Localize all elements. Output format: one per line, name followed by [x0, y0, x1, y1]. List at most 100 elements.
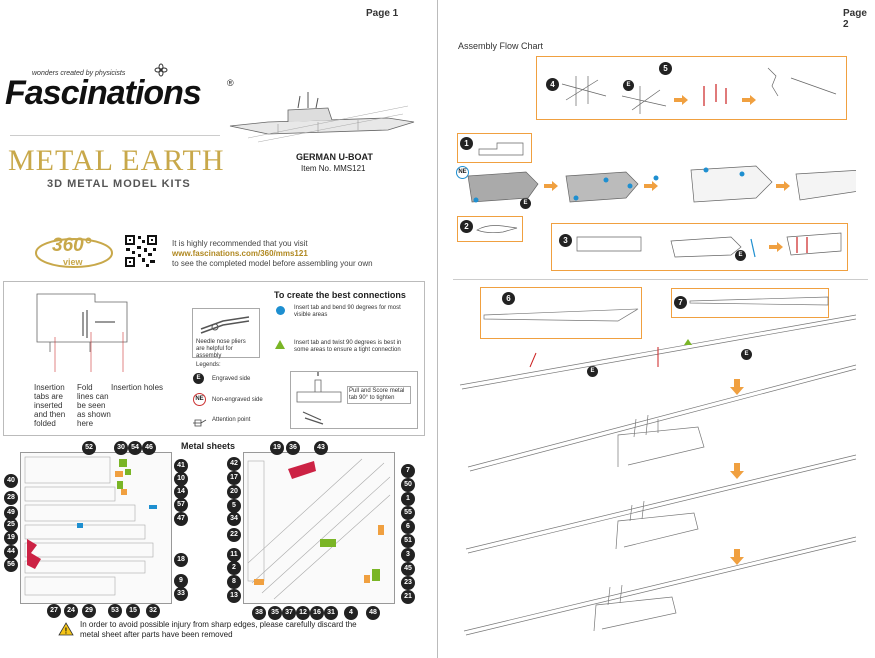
- metal-earth-tagline: 3D METAL MODEL KITS: [47, 178, 191, 190]
- view360-number: 360°: [52, 235, 92, 256]
- fold-lines-label: Fold lines can be seen as shown here: [77, 383, 111, 428]
- step-7-badge: 7: [674, 296, 687, 309]
- view360-label: view: [63, 257, 83, 267]
- sheet-part-49: 49: [4, 506, 18, 520]
- green-triangle-icon: [275, 340, 285, 349]
- sheet-part-42: 42: [227, 457, 241, 471]
- sheet-part-57: 57: [174, 498, 188, 512]
- sheet-part-2: 2: [227, 561, 241, 575]
- sheet-part-4: 4: [344, 606, 358, 620]
- sheet-part-16: 16: [310, 606, 324, 620]
- sheet-part-11: 11: [227, 548, 241, 562]
- brand-logo: Fascinations: [5, 74, 202, 112]
- badge-e-left: E: [520, 198, 531, 209]
- sheet-part-37: 37: [282, 606, 296, 620]
- sheet-part-41: 41: [174, 459, 188, 473]
- warning-text: In order to avoid possible injury from s…: [80, 620, 357, 639]
- svg-text:!: !: [65, 627, 68, 636]
- pliers-note: Needle nose pliers are helpful for assem…: [196, 339, 246, 359]
- hull-assembly-drawing: [466, 160, 867, 225]
- legends-title: Legends:: [196, 362, 221, 368]
- sheet-part-23: 23: [401, 576, 415, 590]
- sheet-part-38: 38: [252, 606, 266, 620]
- deck-assembly-drawing: [458, 287, 873, 642]
- step-box-7: [671, 288, 829, 318]
- sheet-part-56: 56: [4, 558, 18, 572]
- sheet-part-54: 54: [128, 441, 142, 455]
- uboat-model-image: [228, 78, 418, 155]
- blue-note: Insert tab and bend 90 degrees for most …: [294, 305, 401, 318]
- sheet-part-12: 12: [296, 606, 310, 620]
- qr-code-icon[interactable]: [124, 234, 158, 268]
- step-1-badge: 1: [460, 137, 473, 150]
- legend-attention: Attention point: [212, 417, 251, 423]
- sheet-part-33: 33: [174, 587, 188, 601]
- step-3-badge: 3: [559, 234, 572, 247]
- sheet-part-7: 7: [401, 464, 415, 478]
- brand-divider: [10, 135, 220, 136]
- sheet-part-17: 17: [227, 471, 241, 485]
- pliers-box: Needle nose pliers are helpful for assem…: [192, 308, 260, 359]
- step-5-badge: 5: [659, 62, 672, 75]
- view360-line1: It is highly recommended that you visit: [172, 239, 308, 248]
- sheet-part-22: 22: [227, 528, 241, 542]
- sheet-part-18: 18: [174, 553, 188, 567]
- step-box-4-5: [536, 56, 847, 120]
- metal-earth-logo: METAL EARTH: [8, 144, 225, 177]
- registered-mark: ®: [227, 78, 234, 88]
- legend-engraved: Engraved side: [212, 376, 251, 382]
- view360-badge: 360° view: [34, 233, 114, 273]
- sheet-part-47: 47: [174, 512, 188, 526]
- sheet-part-3: 3: [401, 548, 415, 562]
- sheet-part-40: 40: [4, 474, 18, 488]
- pointing-hand-icon: [192, 414, 208, 432]
- sheet-part-14: 14: [174, 485, 188, 499]
- sheet-part-52: 52: [82, 441, 96, 455]
- badge-e-step3: E: [735, 250, 746, 261]
- sheet-part-13: 13: [227, 589, 241, 603]
- sheet-part-8: 8: [227, 575, 241, 589]
- insertion-tabs-label: Insertion tabs are inserted and then fol…: [34, 383, 66, 428]
- sheet-part-6: 6: [401, 520, 415, 534]
- sheet-part-36: 36: [286, 441, 300, 455]
- warning-icon: !: [58, 622, 74, 641]
- sheet-part-5: 5: [227, 499, 241, 513]
- view360-url[interactable]: www.fascinations.com/360/mms121: [172, 249, 308, 258]
- badge-e-step6: E: [587, 366, 598, 377]
- badge-ne: NE: [456, 166, 469, 179]
- instructions-box: [3, 281, 425, 436]
- sheet-part-55: 55: [401, 506, 415, 520]
- brand-tagline: wonders created by physicists: [32, 70, 126, 77]
- sheet-part-1: 1: [401, 492, 415, 506]
- green-note: Insert tab and twist 90 degrees is best …: [294, 340, 402, 353]
- insertion-holes-label: Insertion holes: [111, 383, 164, 392]
- step-box-1: [457, 133, 532, 163]
- sheet-part-28: 28: [4, 491, 18, 505]
- view360-line3: to see the completed model before assemb…: [172, 259, 373, 268]
- step-box-6: [480, 287, 642, 339]
- flower-icon: [154, 63, 168, 82]
- sheet-part-27: 27: [47, 604, 61, 618]
- sheet-part-29: 29: [82, 604, 96, 618]
- step-2-badge: 2: [460, 220, 473, 233]
- page-divider: [437, 0, 438, 658]
- sheet-part-34: 34: [227, 512, 241, 526]
- sheet-part-50: 50: [401, 478, 415, 492]
- page-1: Page 1 wonders created by physicists Fas…: [0, 0, 437, 658]
- sheet-part-20: 20: [227, 485, 241, 499]
- model-name: GERMAN U-BOAT: [296, 152, 373, 162]
- page-number: Page 2: [843, 8, 867, 30]
- sheet-part-31: 31: [324, 606, 338, 620]
- badge-e-step7: E: [741, 349, 752, 360]
- sheet-part-53: 53: [108, 604, 122, 618]
- metal-sheet-right: [243, 452, 395, 604]
- flowchart-title: Assembly Flow Chart: [458, 41, 544, 51]
- sheet-part-43: 43: [314, 441, 328, 455]
- step-4-badge: 4: [546, 78, 559, 91]
- sheet-part-46: 46: [142, 441, 156, 455]
- step-box-2: [457, 216, 523, 242]
- legend-engraved-badge: E: [193, 373, 204, 384]
- sheet-part-10: 10: [174, 472, 188, 486]
- sheet-part-45: 45: [401, 562, 415, 576]
- item-number: Item No. MMS121: [301, 164, 366, 173]
